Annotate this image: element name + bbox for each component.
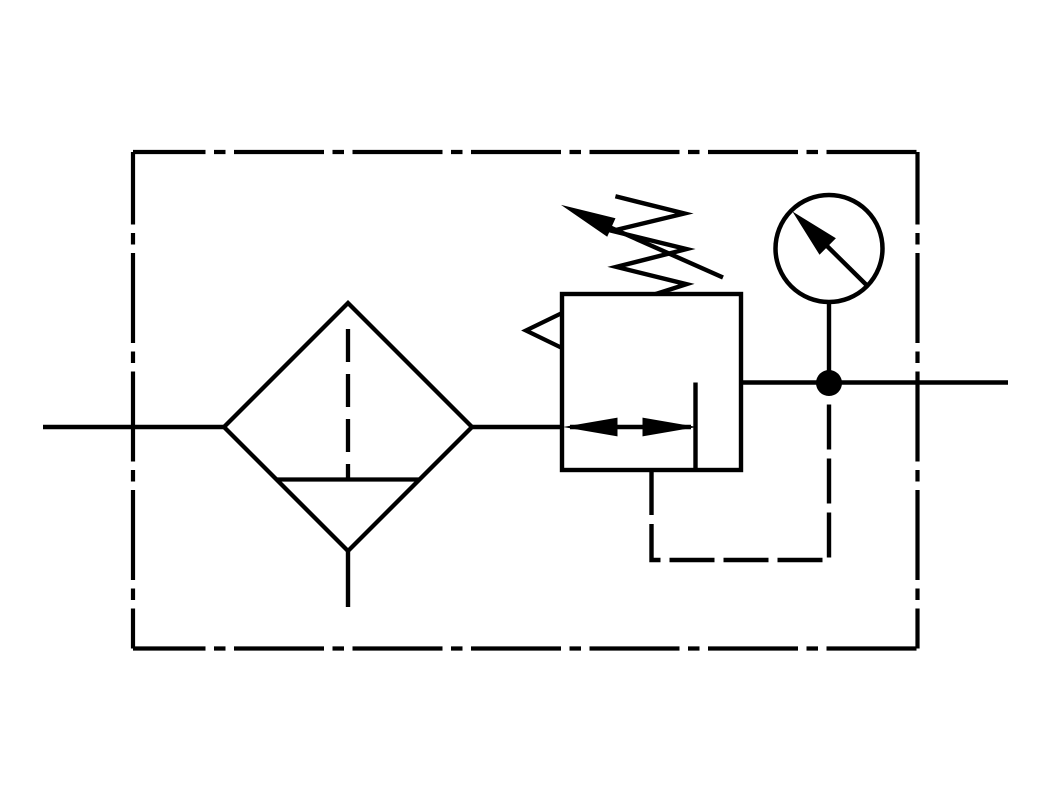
- gauge-needle-line: [824, 243, 869, 288]
- gauge-needle-head: [792, 211, 836, 255]
- regulator-body-box: [559, 291, 744, 473]
- junction-dot: [816, 370, 842, 396]
- regulator-spring: [602, 194, 696, 297]
- regulator-adjustment-arrow-line: [606, 223, 724, 280]
- regulator-flow-arrow-head-right: [642, 417, 697, 437]
- pilot-feedback-dashed-line: [649, 397, 832, 563]
- gauge-body-circle: [773, 192, 885, 305]
- regulator-relief-vent-triangle: [521, 311, 563, 350]
- regulator-flow-arrow-head-left: [563, 417, 618, 437]
- regulator-adjustment-arrow-head: [560, 204, 616, 237]
